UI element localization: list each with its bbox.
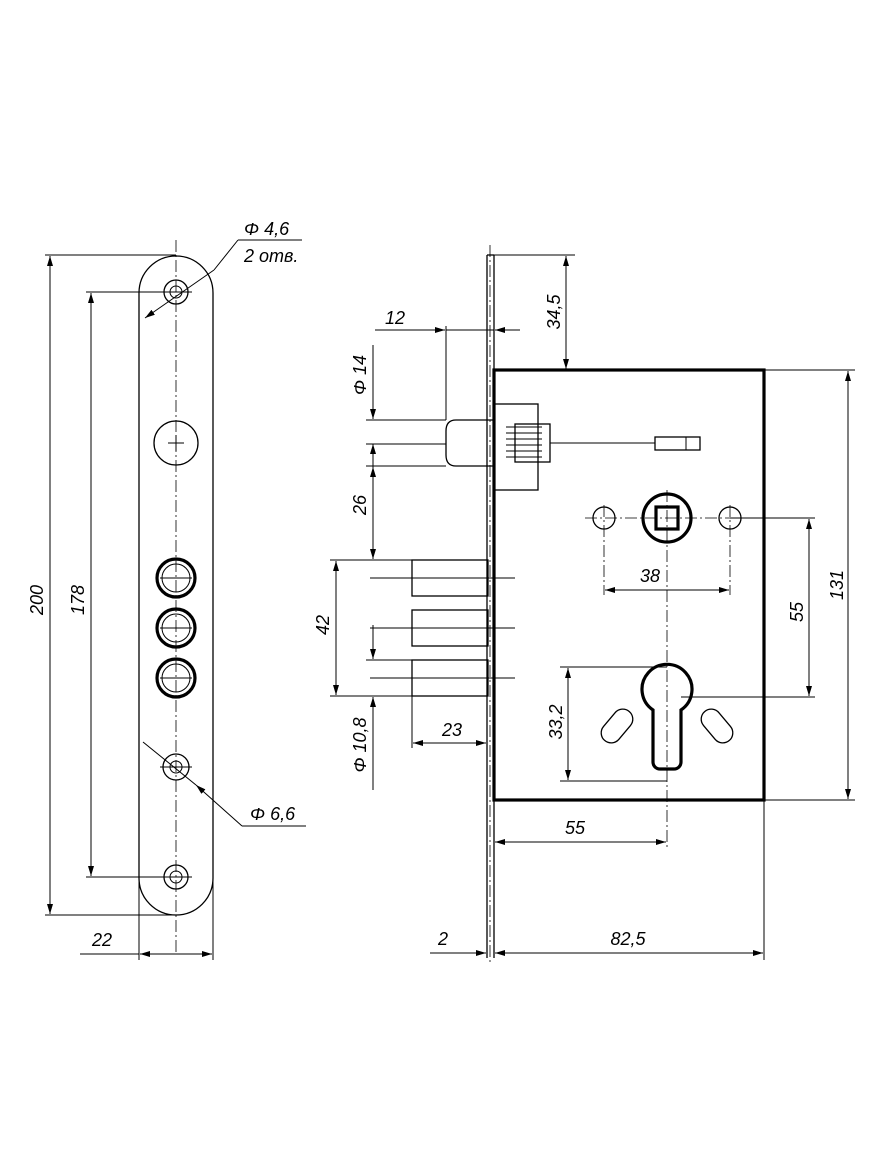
top-offset-label: 34,5	[544, 294, 564, 330]
latch-to-bolt-label: 26	[350, 494, 370, 516]
hole-small-count: 2 отв.	[243, 246, 298, 266]
bolt-throw-label: 23	[441, 720, 462, 740]
bolt-hole-3	[155, 657, 197, 699]
hole-small-label: Φ 4,6	[244, 219, 290, 239]
handle-hole-spacing-label: 38	[640, 566, 660, 586]
cylinder-height-label: 33,2	[546, 704, 566, 739]
lock-body: 34,5 131 55 38 33,2 55 82,5 2 12	[313, 245, 855, 965]
latch	[445, 403, 701, 491]
hole-large-label: Φ 6,6	[250, 804, 296, 824]
countersunk-hole	[160, 753, 192, 781]
bolt-hole-1	[155, 557, 197, 599]
spindle-to-cylinder-label: 55	[787, 601, 807, 622]
bolt-hole-2	[155, 607, 197, 649]
bolt-span-label: 42	[313, 615, 333, 635]
backset-label: 55	[565, 818, 586, 838]
deadbolts	[370, 559, 515, 697]
body-depth-label: 82,5	[610, 929, 646, 949]
strike-plate: Φ 4,6 2 отв. Φ 6,6 200 178 22	[27, 219, 306, 960]
body-height-label: 131	[827, 570, 847, 600]
latch-diameter-label: Φ 14	[350, 355, 370, 395]
cylinder-profile	[600, 662, 734, 771]
bolt-diameter-label: Φ 10,8	[350, 717, 370, 772]
height-total-label: 200	[27, 585, 47, 616]
faceplate-thickness-label: 2	[437, 929, 448, 949]
latch-projection-label: 12	[385, 308, 405, 328]
latch-hole	[153, 420, 199, 466]
hole-spacing-label: 178	[68, 585, 88, 615]
lock-case	[492, 368, 766, 802]
width-label: 22	[91, 930, 112, 950]
